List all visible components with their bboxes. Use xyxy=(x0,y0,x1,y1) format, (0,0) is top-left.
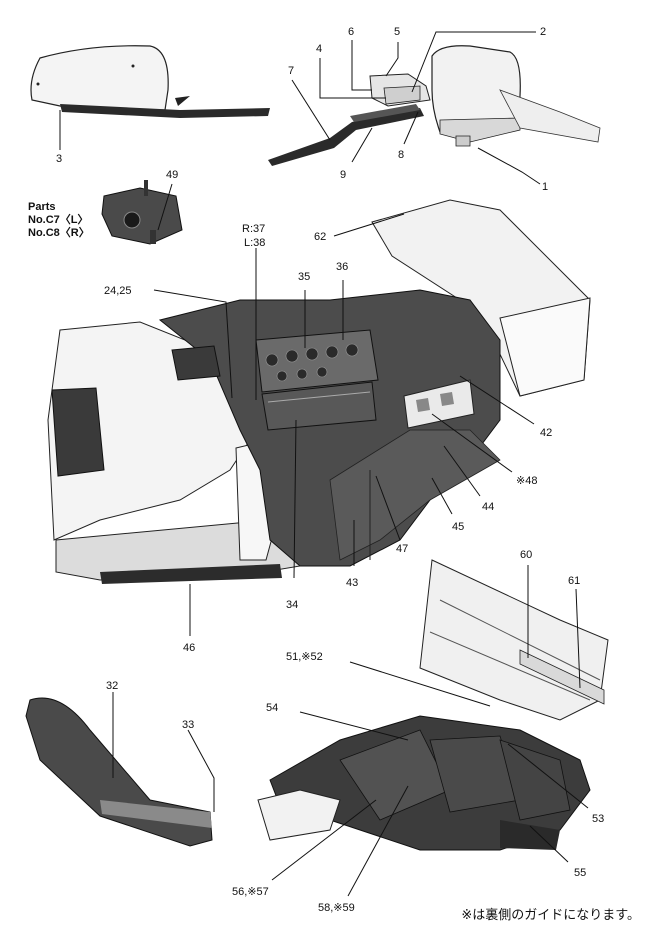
label-part-5: 5 xyxy=(394,26,400,38)
floor-tray-dark xyxy=(158,289,501,567)
label-part-56-57: 56,※57 xyxy=(232,886,269,898)
parts-note-title: Parts xyxy=(28,201,56,213)
label-part-51-52: 51,※52 xyxy=(286,651,323,663)
footnote-guide-note: ※は裏側のガイドになります。 xyxy=(461,908,640,923)
label-part-32: 32 xyxy=(106,680,118,692)
parts-note-left: No.C7〈L〉 xyxy=(28,214,89,226)
label-part-58-59: 58,※59 xyxy=(318,902,355,914)
label-part-48: ※48 xyxy=(516,475,537,487)
part-35-36-electronics xyxy=(171,329,379,431)
label-part-l38: L:38 xyxy=(244,237,265,249)
part-62-wing xyxy=(371,199,591,397)
leader-lines xyxy=(59,31,589,897)
label-part-3: 3 xyxy=(56,153,62,165)
label-part-42: 42 xyxy=(540,427,552,439)
label-part-60: 60 xyxy=(520,549,532,561)
part-49-bracket xyxy=(101,180,183,245)
parts-note: Parts No.C7〈L〉 No.C8〈R〉 xyxy=(28,201,90,240)
label-part-2: 2 xyxy=(540,26,546,38)
label-part-8: 8 xyxy=(398,149,404,161)
label-part-46: 46 xyxy=(183,642,195,654)
label-part-6: 6 xyxy=(348,26,354,38)
label-part-47: 47 xyxy=(396,543,408,555)
label-part-45: 45 xyxy=(452,521,464,533)
label-part-44: 44 xyxy=(482,501,494,513)
label-part-33: 33 xyxy=(182,719,194,731)
label-part-1: 1 xyxy=(542,181,548,193)
label-part-49: 49 xyxy=(166,169,178,181)
label-part-9: 9 xyxy=(340,169,346,181)
label-part-62: 62 xyxy=(314,231,326,243)
part-2-5-6-floor-pieces xyxy=(369,73,431,107)
part-32-33-fin xyxy=(25,697,213,847)
part-number-labels: 1 2 3 4 5 6 7 8 9 49 R:37 L:38 62 24,25 … xyxy=(56,26,604,914)
label-part-55: 55 xyxy=(574,867,586,879)
label-part-61: 61 xyxy=(568,575,580,587)
part-1-cockpit-seat xyxy=(431,45,601,147)
label-part-r37: R:37 xyxy=(242,223,265,235)
label-part-4: 4 xyxy=(316,43,322,55)
label-part-36: 36 xyxy=(336,261,348,273)
part-60-61-wing-plate xyxy=(419,559,609,721)
part-53-54-55-diffuser xyxy=(257,715,591,851)
label-part-24-25: 24,25 xyxy=(104,285,132,297)
part-42-mounting-frame xyxy=(403,379,475,429)
label-part-54: 54 xyxy=(266,702,278,714)
part-7-8-9-floor-plank xyxy=(268,104,424,166)
label-part-35: 35 xyxy=(298,271,310,283)
label-part-7: 7 xyxy=(288,65,294,77)
part-3-engine-cover xyxy=(30,45,270,118)
label-part-43: 43 xyxy=(346,577,358,589)
parts-note-right: No.C8〈R〉 xyxy=(28,227,90,239)
label-part-34: 34 xyxy=(286,599,298,611)
label-part-53: 53 xyxy=(592,813,604,825)
